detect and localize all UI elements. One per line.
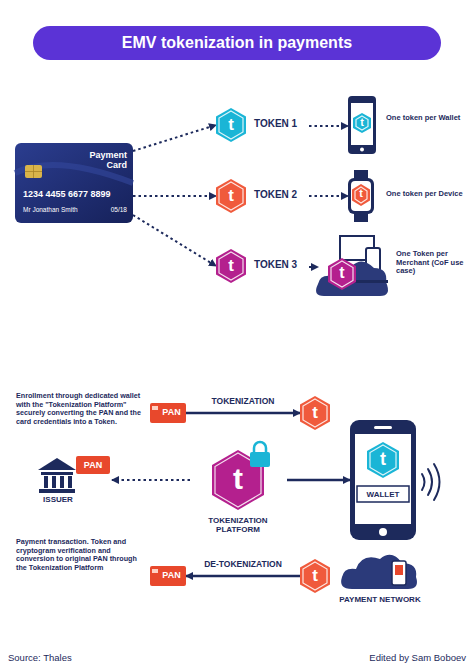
flow-arrow bbox=[133, 125, 216, 151]
payment-card: Payment Card 1234 4455 6677 8899 Mr Jonath… bbox=[15, 143, 133, 223]
node-text: TOKEN 3 bbox=[254, 259, 308, 271]
node-text: WALLET bbox=[357, 490, 409, 499]
flow-arrow bbox=[133, 215, 216, 266]
token-hexagon: t TOKEN 1 bbox=[216, 108, 309, 142]
flow-arrow bbox=[186, 412, 300, 415]
flow-arrow bbox=[287, 479, 350, 482]
edge-label: TOKENIZATION bbox=[210, 396, 277, 406]
node-text: TOKENIZATION PLATFORM bbox=[190, 516, 286, 534]
token-hexagon: t bbox=[300, 559, 331, 593]
node-text: TOKEN 1 bbox=[254, 118, 308, 130]
node-text: 05/18 bbox=[101, 206, 127, 213]
node-text: One token per Device bbox=[386, 190, 468, 199]
pan-badge: PAN bbox=[150, 403, 186, 423]
tokenization-platform: tTOKENIZATION PLATFORM bbox=[190, 448, 287, 542]
node-text: PAN bbox=[76, 460, 110, 470]
flow-arrow bbox=[309, 195, 348, 197]
wallet-phone: tWALLET bbox=[350, 420, 416, 540]
payment-network: PAYMENT NETWORK bbox=[330, 545, 431, 611]
token-glyph: t bbox=[328, 264, 356, 282]
flow-arrow bbox=[112, 479, 190, 481]
token-glyph: t bbox=[216, 186, 246, 206]
node-text: One token per Wallet bbox=[386, 114, 468, 123]
merchant-cloud: t One Token per Merchant (CoF use case) bbox=[318, 236, 470, 298]
token-hexagon: t TOKEN 3 bbox=[216, 249, 309, 283]
note-text: Enrollment through dedicated wallet with… bbox=[16, 392, 144, 427]
editor-credit: Edited by Sam Boboev bbox=[266, 652, 466, 663]
node-text: PAN bbox=[158, 407, 185, 417]
wearable-device: t One token per Device bbox=[348, 170, 470, 222]
token-hexagon: t TOKEN 2 bbox=[216, 179, 309, 213]
title-banner: EMV tokenization in payments bbox=[33, 26, 441, 60]
token-glyph: t bbox=[300, 403, 330, 423]
token-glyph: t bbox=[367, 449, 399, 470]
token-glyph: t bbox=[216, 115, 246, 135]
merchant-cloud-icon bbox=[318, 236, 392, 296]
node-text: One Token per Merchant (CoF use case) bbox=[396, 250, 468, 276]
wallet-phone-icon bbox=[350, 420, 416, 540]
wallet-phone: t One token per Wallet bbox=[348, 96, 470, 156]
flow-arrow bbox=[133, 195, 216, 197]
payment-network-icon bbox=[334, 545, 424, 591]
flow-arrow bbox=[309, 125, 348, 127]
token-glyph: t bbox=[348, 116, 376, 129]
pan-badge: PAN bbox=[150, 566, 186, 586]
nfc-waves bbox=[422, 464, 440, 500]
edge-label: DE-TOKENIZATION bbox=[202, 559, 284, 569]
token-glyph: t bbox=[300, 566, 330, 586]
node-text: PAN bbox=[158, 570, 185, 580]
source-credit: Source: Thales bbox=[8, 652, 208, 663]
node-text: 1234 4455 6677 8899 bbox=[23, 189, 131, 199]
node-text: PAYMENT NETWORK bbox=[330, 595, 430, 604]
token-hexagon: t bbox=[300, 396, 331, 430]
flow-arrow bbox=[309, 266, 318, 268]
flow-arrow bbox=[186, 575, 300, 578]
token-glyph: t bbox=[212, 462, 264, 497]
node-text: Mr Jonathan Smith bbox=[23, 206, 97, 213]
issuer-bank: PAN ISSUER bbox=[38, 452, 112, 508]
token-glyph: t bbox=[216, 256, 246, 276]
token-glyph: t bbox=[348, 187, 374, 200]
note-text: Payment transaction. Token and cryptogra… bbox=[16, 538, 146, 573]
node-text: Payment Card bbox=[75, 150, 127, 171]
node-text: ISSUER bbox=[38, 495, 78, 504]
node-text: TOKEN 2 bbox=[254, 189, 308, 201]
